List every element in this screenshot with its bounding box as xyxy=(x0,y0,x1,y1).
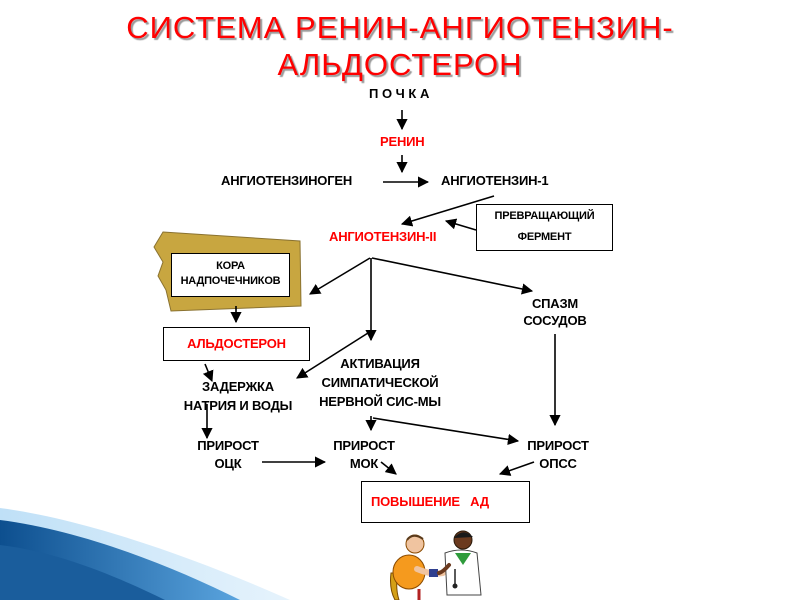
node-opss-line-1: ПРИРОСТ xyxy=(527,438,589,453)
node-angiotensin-2: АНГИОТЕНЗИН-II xyxy=(329,229,437,244)
node-vasospasm-line-1: СПАЗМ xyxy=(531,296,579,311)
node-retention-line-2: НАТРИЯ И ВОДЫ xyxy=(183,398,293,413)
node-sympathetic-line-1: АКТИВАЦИЯ xyxy=(340,356,420,371)
title-line-1: СИСТЕМА РЕНИН-АНГИОТЕНЗИН- xyxy=(126,10,674,45)
bp-rise-box xyxy=(361,481,530,523)
node-bp-rise: ПОВЫШЕНИЕ АД xyxy=(371,494,489,509)
node-sympathetic-line-3: НЕРВНОЙ СИС-МЫ xyxy=(319,394,441,409)
node-angiotensin-1: АНГИОТЕНЗИН-1 xyxy=(441,173,549,188)
node-retention-line-1: ЗАДЕРЖКА xyxy=(202,379,274,394)
node-occ-line-2: ОЦК xyxy=(214,456,242,471)
node-mok-line-1: ПРИРОСТ xyxy=(333,438,395,453)
decorative-ribbon xyxy=(0,508,290,600)
node-mok-line-2: МОК xyxy=(349,456,379,471)
doctor-patient-illustration xyxy=(390,530,482,600)
aldosterone-box xyxy=(163,327,310,361)
arrow-enzyme-angiotensin2 xyxy=(444,218,477,231)
enzyme-box xyxy=(476,204,613,251)
node-renin: РЕНИН xyxy=(380,134,425,149)
node-kidney: П О Ч К А xyxy=(369,86,430,101)
arrow-sympathetic-retention xyxy=(296,332,369,379)
arrow-angiotensin2-adrenal xyxy=(309,257,371,295)
arrow-aldosterone-retention xyxy=(202,363,214,383)
node-opss-line-2: ОПСС xyxy=(539,456,577,471)
node-adrenal-line-2: НАДПОЧЕЧНИКОВ xyxy=(180,275,281,287)
node-sympathetic-line-2: СИМПАТИЧЕСКОЙ xyxy=(321,375,439,390)
arrow-angiotensin2-vasospasm xyxy=(371,257,534,295)
node-occ-line-1: ПРИРОСТ xyxy=(197,438,259,453)
node-angiotensinogen: АНГИОТЕНЗИНОГЕН xyxy=(221,173,353,188)
arrow-mok-bp xyxy=(380,461,397,475)
arrow-opss-bp xyxy=(498,461,535,476)
node-aldosterone: АЛЬДОСТЕРОН xyxy=(187,336,286,351)
adrenal-box xyxy=(171,253,290,297)
node-enzyme: ПРЕВРАЩАЮЩИЙ ФЕРМЕНТ xyxy=(494,210,595,243)
arrows xyxy=(201,110,561,476)
arrow-angiotensin1-angiotensin2 xyxy=(400,195,495,227)
node-adrenal-line-1: КОРА xyxy=(216,260,245,272)
node-vasospasm-line-2: СОСУДОВ xyxy=(523,313,587,328)
title-line-2: АЛЬДОСТЕРОН xyxy=(277,47,523,82)
arrow-sympathetic-opss xyxy=(372,417,520,445)
